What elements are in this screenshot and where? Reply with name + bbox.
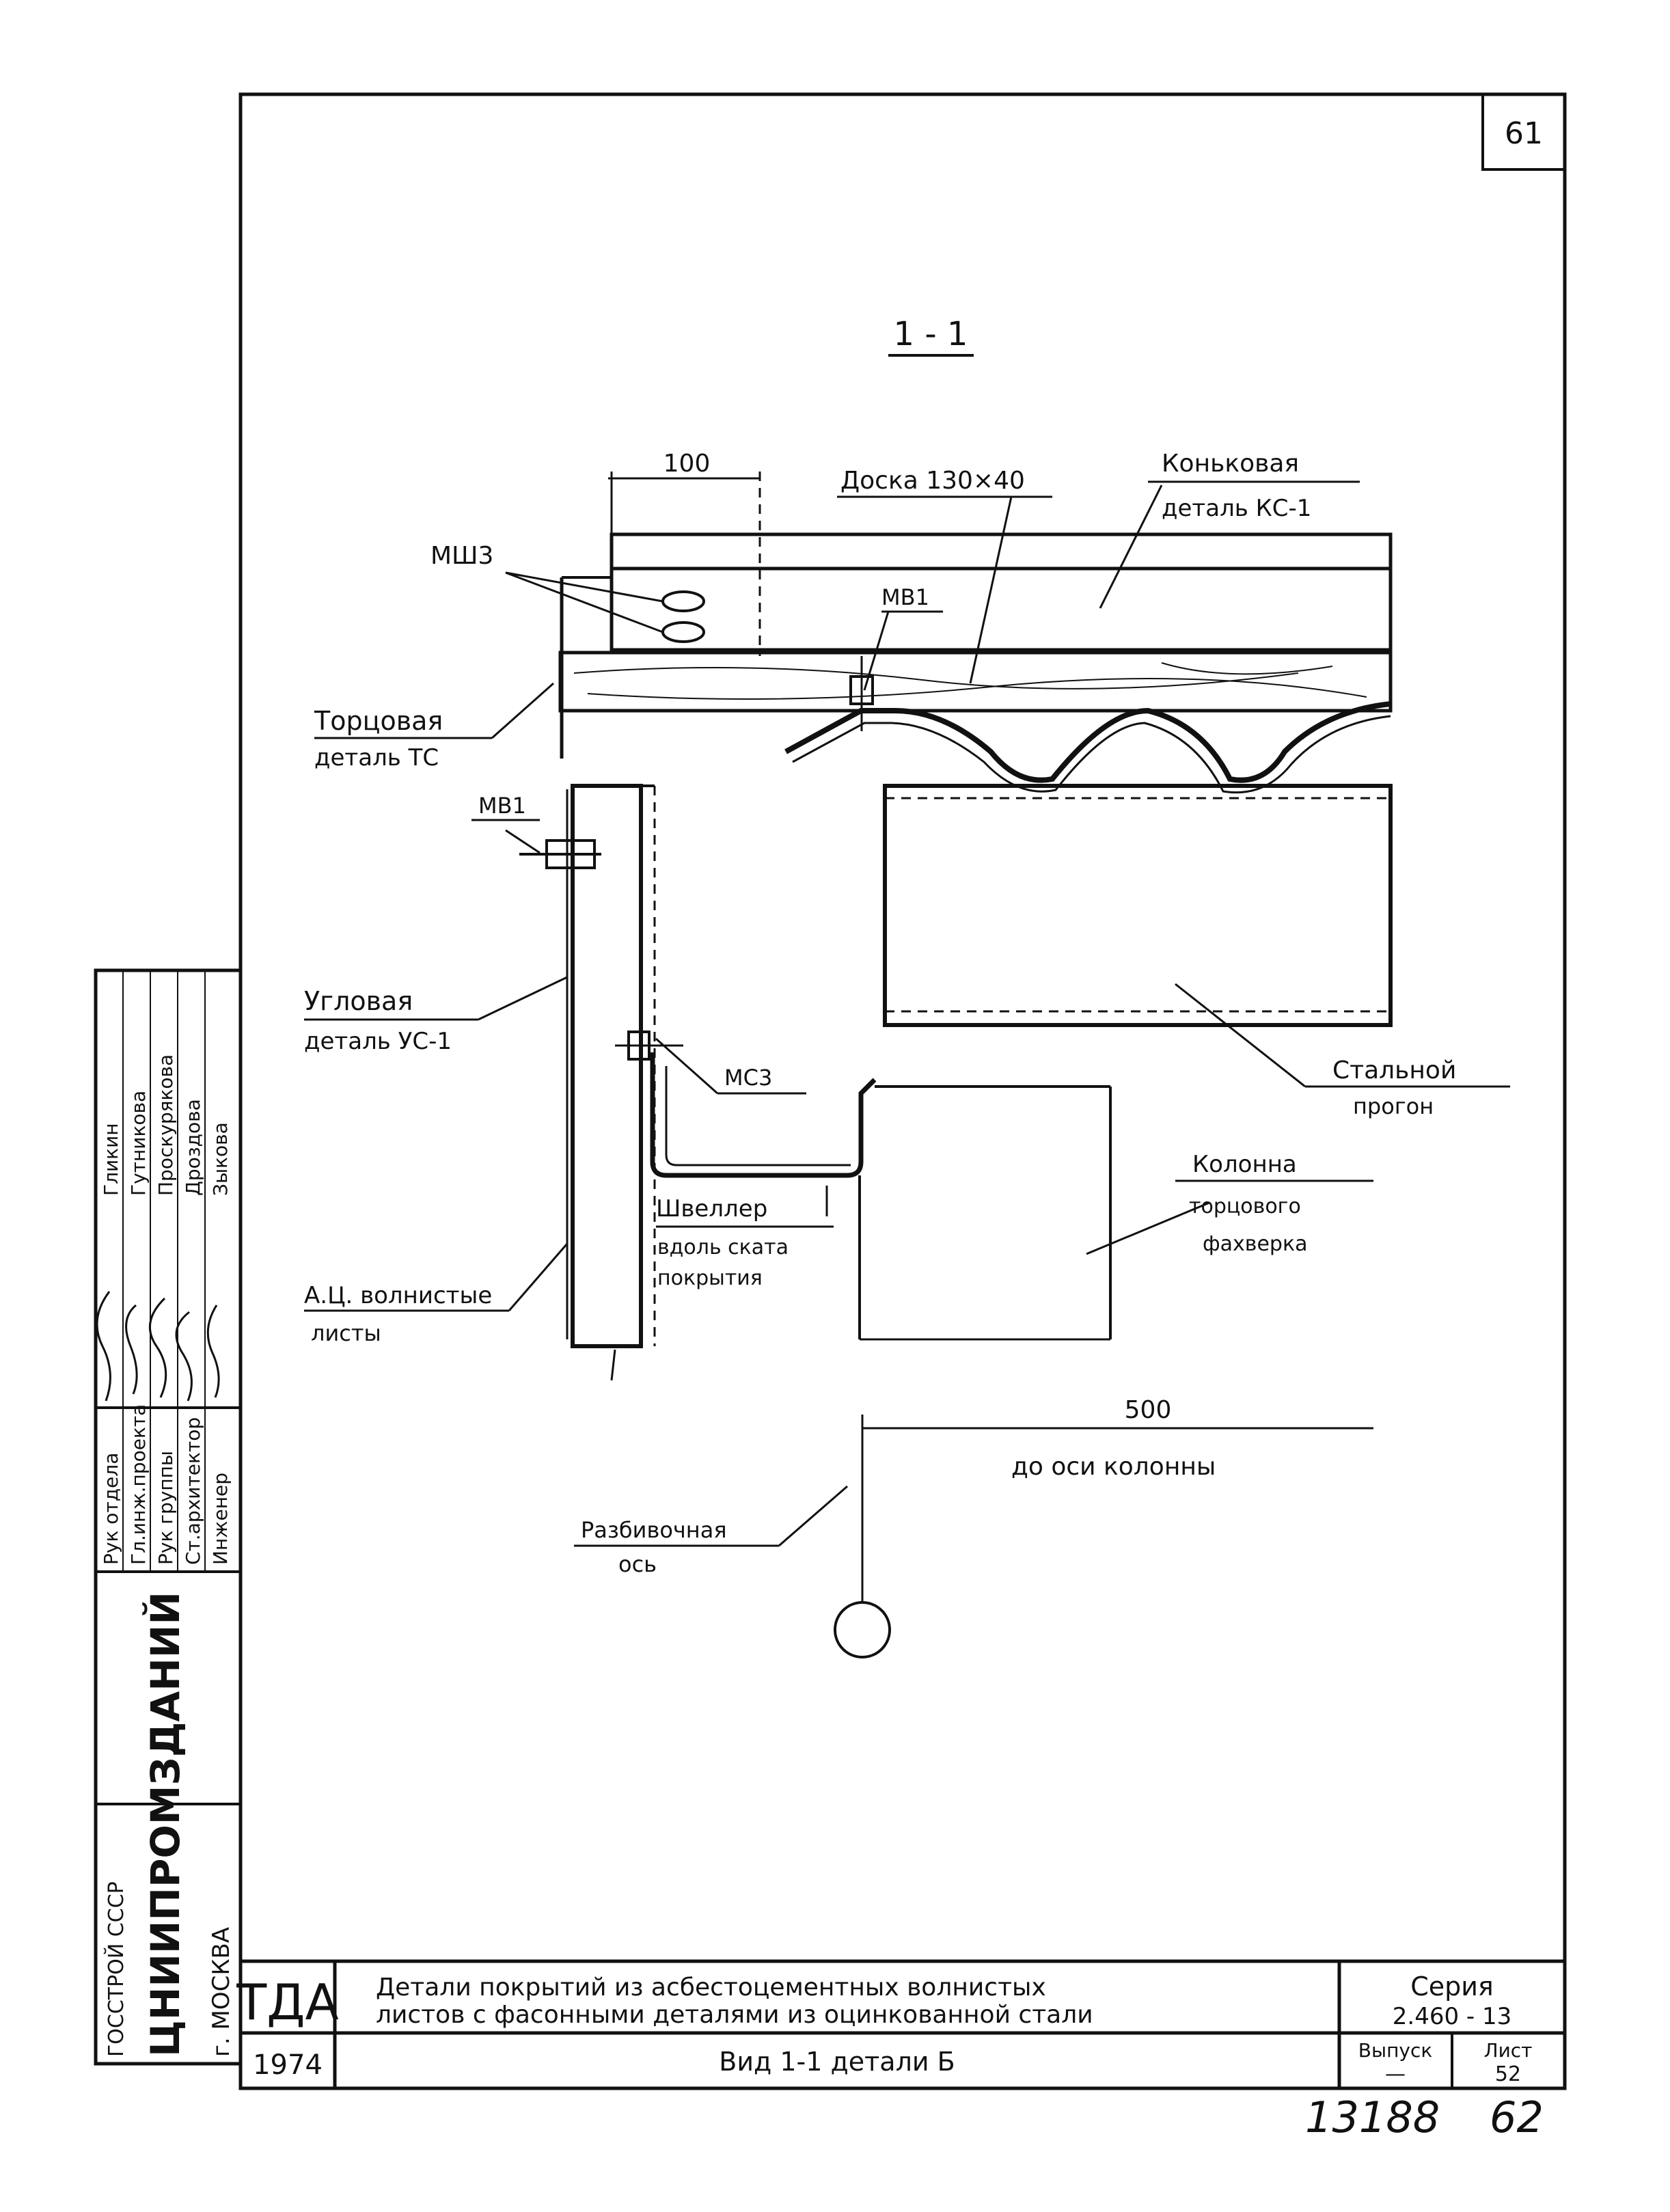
label-column-3: фахверка [1203, 1232, 1307, 1256]
stamp-role-1: Рук отдела [100, 1453, 122, 1565]
channel-inner [665, 1066, 851, 1166]
section-title: 1 - 1 [894, 315, 968, 353]
title-line-1: Детали покрытий из асбестоцементных волн… [376, 1974, 1046, 2002]
label-purlin-2: прогон [1353, 1093, 1434, 1119]
label-msh3: МШ3 [430, 542, 493, 570]
corner-page-number: 61 [1505, 116, 1543, 151]
corrugated-sheet-inner [792, 715, 1391, 794]
sheet-label: Лист [1484, 2039, 1533, 2062]
label-channel-3: покрытия [657, 1266, 763, 1290]
archive-number: 13188 [1305, 2092, 1440, 2142]
steel-purlin [883, 784, 1393, 1027]
label-channel-2: вдоль ската [657, 1235, 789, 1259]
label-end-2: деталь ТС [314, 744, 439, 772]
series-label: Серия [1410, 1971, 1494, 2002]
corner-detail-uc1 [571, 784, 643, 1348]
title-year: 1974 [253, 2049, 323, 2081]
sheet-value: 52 [1495, 2062, 1521, 2086]
wall-break [610, 1349, 616, 1381]
signatures [96, 1291, 220, 1402]
leader-sheets [508, 1243, 569, 1311]
dimension-100: 100 [663, 450, 711, 478]
dimension-500: 500 [1125, 1396, 1172, 1424]
stamp-role-3: Рук группы [154, 1451, 177, 1565]
title-block: ТДА 1974 Детали покрытий из асбестоцемен… [236, 1959, 1565, 2088]
leader-mc3 [655, 1037, 718, 1095]
label-sheets-2: листы [311, 1320, 381, 1346]
stamp-org-2: ЦНИИПРОМЗДАНИЙ [141, 1592, 189, 2057]
title-subtitle: Вид 1-1 детали Б [719, 2047, 955, 2077]
stamp-name-1: Гликин [100, 1123, 122, 1196]
ridge-detail-body [610, 566, 1393, 653]
stamp-role-2: Гл.инж.проекта [127, 1404, 150, 1565]
leader-end-detail [491, 682, 554, 739]
axis-bubble [834, 1601, 891, 1658]
leader-column [1086, 1201, 1210, 1255]
label-mc3: МС3 [724, 1065, 772, 1091]
label-board: Доска 130×40 [840, 467, 1025, 495]
sheet-frame [238, 92, 1567, 2090]
corrugated-sheet [784, 701, 1391, 783]
wood-grain [573, 662, 1367, 700]
issue-label: Выпуск [1358, 2039, 1433, 2062]
leader-purlin [1175, 983, 1306, 1088]
stamp-org-1: ГОССТРОЙ СССР [104, 1881, 128, 2057]
label-to-axis: до оси колонны [1011, 1453, 1216, 1481]
issue-value: — [1385, 2062, 1406, 2086]
label-channel-1: Швеллер [656, 1195, 767, 1223]
screw-msh3-2 [661, 621, 705, 643]
handwritten-page: 62 [1490, 2092, 1544, 2142]
label-mv1-top: МВ1 [881, 584, 929, 610]
screw-msh3-1 [661, 590, 705, 612]
label-corner-1: Угловая [304, 986, 413, 1016]
label-column-1: Колонна [1192, 1151, 1297, 1178]
label-axis-1: Разбивочная [581, 1517, 727, 1543]
stamp-org-3: г. МОСКВА [208, 1927, 235, 2057]
side-stamp-frame [94, 968, 243, 2066]
stamp-name-4: Дроздова [182, 1099, 204, 1196]
stamp-name-2: Гутникова [127, 1091, 150, 1196]
series-value: 2.460 - 13 [1393, 2003, 1511, 2030]
leader-ridge [1099, 484, 1163, 609]
title-code: ТДА [236, 1974, 338, 2031]
leader-axis [778, 1485, 848, 1547]
side-stamp: Рук отдела Гл.инж.проекта Рук группы Ст.… [94, 968, 243, 2066]
channel-profile [650, 1052, 877, 1178]
leader-mv1-left [505, 829, 540, 854]
label-end-1: Торцовая [314, 706, 443, 736]
label-column-2: торцового [1189, 1194, 1301, 1218]
label-corner-2: деталь УС-1 [304, 1028, 452, 1055]
title-line-2: листов с фасонными деталями из оцинкован… [376, 2001, 1093, 2029]
label-ridge-2: деталь КС-1 [1162, 495, 1311, 522]
corner-page-box [1481, 93, 1566, 171]
label-axis-2: ось [618, 1551, 657, 1577]
leader-msh3 [505, 571, 663, 633]
stamp-role-5: Инженер [209, 1473, 232, 1565]
label-mv1-left: МВ1 [478, 793, 526, 819]
stamp-role-4: Ст.архитектор [182, 1417, 204, 1565]
leader-corner [478, 976, 568, 1021]
label-ridge-1: Коньковая [1162, 450, 1299, 478]
label-sheets-1: А.Ц. волнистые [304, 1282, 492, 1309]
stamp-name-5: Зыкова [209, 1122, 232, 1196]
leader-board [969, 496, 1013, 684]
leader-msh3 [505, 571, 663, 603]
label-purlin-1: Стальной [1332, 1056, 1456, 1084]
stamp-name-3: Проскурякова [154, 1054, 177, 1196]
